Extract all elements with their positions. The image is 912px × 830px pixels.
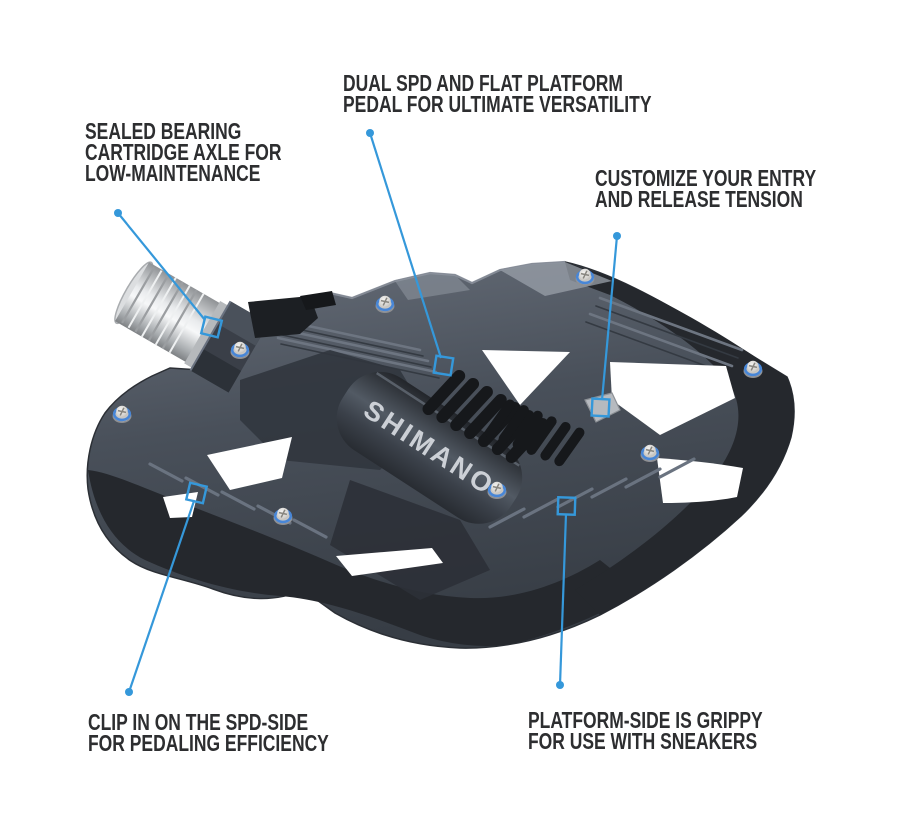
- callout-leader-dot: [556, 681, 564, 689]
- callout-line-tension: [600, 235, 619, 401]
- callout-label-sealed-bearing-axle: SEALED BEARING CARTRIDGE AXLE FOR LOW-MA…: [85, 118, 282, 186]
- callout-label-line: PLATFORM-SIDE IS GRIPPY: [528, 707, 763, 733]
- callout-label-dual-platform: DUAL SPD AND FLAT PLATFORM PEDAL FOR ULT…: [343, 70, 652, 117]
- callout-line-sealed-bearing: [117, 212, 206, 321]
- callout-label-line: FOR PEDALING EFFICIENCY: [88, 730, 329, 756]
- callout-marker-box: [432, 354, 455, 377]
- deck-highlight: [395, 273, 470, 300]
- callout-label-line: FOR USE WITH SNEAKERS: [528, 728, 758, 754]
- axle-threads: [121, 266, 205, 354]
- callout-marker-box: [199, 315, 224, 339]
- top-edge-highlight: [291, 260, 566, 304]
- callout-label-line: CARTRIDGE AXLE FOR: [85, 139, 282, 165]
- tension-spring-lower: [484, 399, 585, 467]
- callout-label-line: LOW-MAINTENANCE: [85, 160, 261, 186]
- callout-label-line: PEDAL FOR ULTIMATE VERSATILITY: [343, 91, 652, 117]
- pedal-cutouts: [163, 350, 743, 576]
- binding-clamp: [248, 291, 336, 338]
- callout-marker-box: [590, 397, 611, 418]
- callout-label-line: DUAL SPD AND FLAT PLATFORM: [343, 70, 623, 96]
- callout-label-platform-side-grip: PLATFORM-SIDE IS GRIPPY FOR USE WITH SNE…: [528, 707, 763, 754]
- callout-label-entry-release-tension: CUSTOMIZE YOUR ENTRY AND RELEASE TENSION: [595, 165, 817, 212]
- callout-line-dual-platform: [368, 132, 443, 359]
- callout-line-clip-in: [127, 500, 196, 693]
- callout-label-line: SEALED BEARING: [85, 118, 242, 144]
- pedal-front-rim: [88, 470, 640, 646]
- callout-marker-box: [556, 495, 577, 517]
- callout-label-line: CUSTOMIZE YOUR ENTRY: [595, 165, 817, 191]
- callout-line-platform-side: [558, 513, 568, 686]
- under-barrel-shadow: [330, 480, 490, 600]
- callout-leader-dot: [613, 232, 621, 240]
- callout-label-line: CLIP IN ON THE SPD-SIDE: [88, 709, 309, 735]
- callout-label-clip-in-spd-side: CLIP IN ON THE SPD-SIDE FOR PEDALING EFF…: [88, 709, 329, 756]
- pedal-rear-rim: [565, 262, 795, 615]
- callout-leader-dot: [366, 129, 374, 137]
- callout-label-line: AND RELEASE TENSION: [595, 186, 803, 212]
- callout-leaders: [114, 129, 621, 696]
- callout-leader-dot: [114, 209, 122, 217]
- callout-leader-dot: [125, 688, 133, 696]
- callout-marker-box: [184, 481, 209, 505]
- platform-grooves-left: [148, 462, 328, 539]
